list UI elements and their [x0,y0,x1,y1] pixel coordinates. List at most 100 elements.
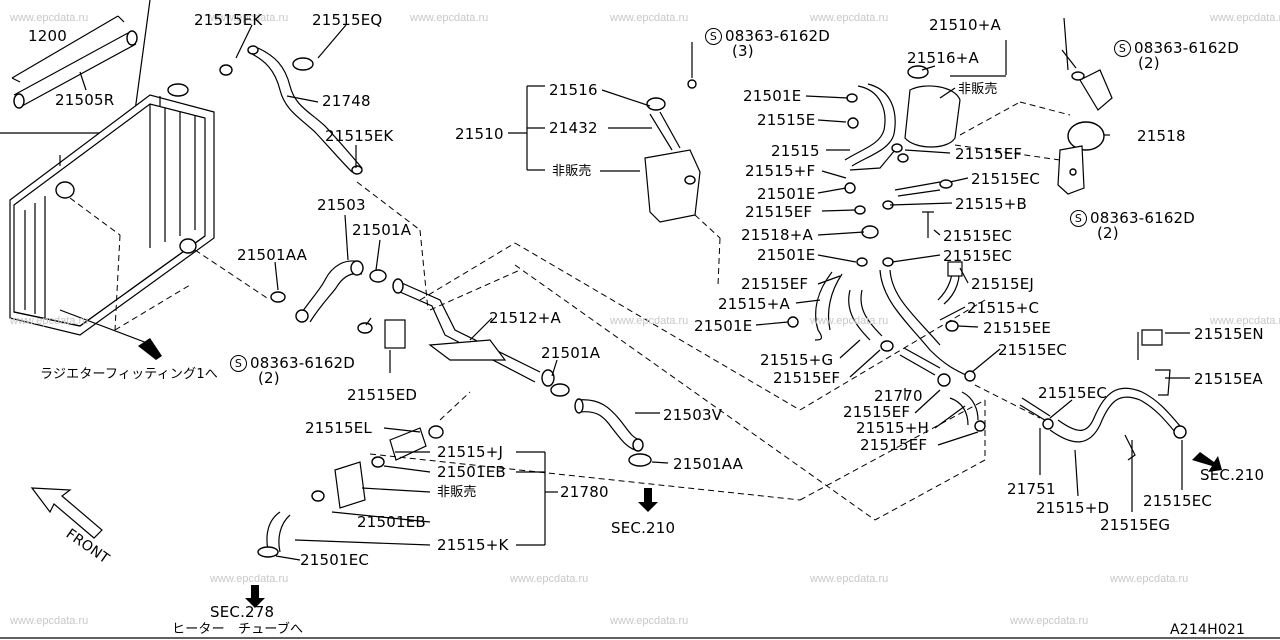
hose-21515d [1019,329,1222,472]
label-21515b: 21515+B [955,195,1027,213]
label-21515en: 21515EN [1194,325,1264,343]
label-radiator-fitting: ラジエターフィッティング1へ [40,367,218,382]
label-21515ec-5: 21515EC [1038,384,1108,402]
label-21515d: 21515+D [1036,499,1110,517]
label-21515ec-2: 21515EC [943,227,1013,245]
hose-group-center [514,83,1041,521]
watermark: www.epcdata.ru [510,573,589,585]
label-21751: 21751 [1007,480,1056,498]
label-21516: 21516 [549,81,598,99]
label-21518a: 21518+A [741,226,813,244]
label-21515ef-2: 21515EF [741,275,809,293]
watermark: www.epcdata.ru [1010,615,1089,627]
label-08363-top-qty: (3) [732,42,754,60]
label-21515f: 21515+F [745,162,816,180]
label-21515c: 21515+C [967,299,1040,317]
label-21515ef-1: 21515EF [745,203,813,221]
screw-mark-icon: S [705,28,722,45]
label-21515ef-3: 21515EF [773,369,841,387]
watermark: www.epcdata.ru [210,12,289,24]
label-21510: 21510 [455,125,504,143]
label-21515e: 21515E [757,111,816,129]
label-sec278: SEC.278 [210,603,275,621]
watermark: www.epcdata.ru [1210,12,1280,24]
label-21515k: 21515+K [437,536,509,554]
label-21501e-4: 21501E [694,317,753,335]
watermark: www.epcdata.ru [10,615,89,627]
label-08363-left-qty: (2) [258,369,280,387]
label-21501aa-mid: 21501AA [673,455,744,473]
watermark: www.epcdata.ru [410,12,489,24]
label-21515a: 21515+A [718,295,790,313]
hose-21503 [270,260,387,323]
label-21748: 21748 [322,92,371,110]
label-21515ea: 21515EA [1194,370,1263,388]
label-21515eg: 21515EG [1100,516,1171,534]
label-21515ef-right: 21515EF [955,145,1023,163]
label-21516a: 21516+A [907,49,979,67]
label-21512a: 21512+A [489,309,561,327]
label-21518: 21518 [1137,127,1186,145]
label-21515ec-6: 21515EC [1143,492,1213,510]
label-21515: 21515 [771,142,820,160]
watermark: www.epcdata.ru [610,615,689,627]
label-21501e-2: 21501E [757,185,816,203]
label-not-sold-2: 非販売 [552,164,592,179]
hose-21748 [219,45,429,311]
label-21770: 21770 [874,387,923,405]
reservoir-tank-21510 [526,79,721,286]
watermark: www.epcdata.ru [210,573,289,585]
watermark: www.epcdata.ru [10,12,89,24]
label-08363-right-1-qty: (2) [1097,224,1119,242]
watermark: www.epcdata.ru [1110,573,1189,585]
leader-lines [235,17,1190,561]
watermark: www.epcdata.ru [1210,315,1280,327]
watermark: www.epcdata.ru [610,315,689,327]
screw-mark-icon: S [1070,210,1087,227]
label-not-sold-3: 非販売 [958,82,998,97]
label-21780: 21780 [560,483,609,501]
label-21515ec-1: 21515EC [971,170,1041,188]
label-21515eq: 21515EQ [312,11,383,29]
label-21515ej: 21515EJ [971,275,1035,293]
label-21515ef-5: 21515EF [860,436,928,454]
label-21501eb-1: 21501EB [437,463,506,481]
watermark: www.epcdata.ru [610,12,689,24]
label-1200: 1200 [28,27,67,45]
screw-mark-icon: S [1114,40,1131,57]
watermark: www.epcdata.ru [810,315,889,327]
reservoir-tank-21510a [904,40,1071,161]
hose-21505r [11,15,138,109]
label-heater-tube: ヒーター チューブへ [172,622,304,637]
label-21515j: 21515+J [437,443,504,461]
assembly-21780 [245,391,801,608]
label-21505r: 21505R [55,91,115,109]
hose-21503v [574,398,658,512]
label-21515ec-4: 21515EC [998,341,1068,359]
label-21515ec-3: 21515EC [943,247,1013,265]
label-21515el: 21515EL [305,419,372,437]
label-not-sold-1: 非販売 [437,485,477,500]
label-21515g: 21515+G [760,351,834,369]
radiator [9,83,271,360]
label-08363-right-2-qty: (2) [1138,54,1160,72]
label-21515ed: 21515ED [347,386,418,404]
label-21501a-left: 21501A [352,221,412,239]
watermark: www.epcdata.ru [810,12,889,24]
label-21515h: 21515+H [856,419,929,437]
label-21503v: 21503V [663,406,723,424]
label-21501e-3: 21501E [757,246,816,264]
label-21515ef-4: 21515EF [843,403,911,421]
label-21501ec-bottom: 21501EC [300,551,370,569]
pipe-21512a [357,242,801,411]
label-21515ek-mid: 21515EK [325,127,394,145]
label-sec210-right: SEC.210 [1200,466,1265,484]
label-21432: 21432 [549,119,598,137]
label-21501eb-2: 21501EB [357,513,426,531]
label-21501aa-left: 21501AA [237,246,308,264]
